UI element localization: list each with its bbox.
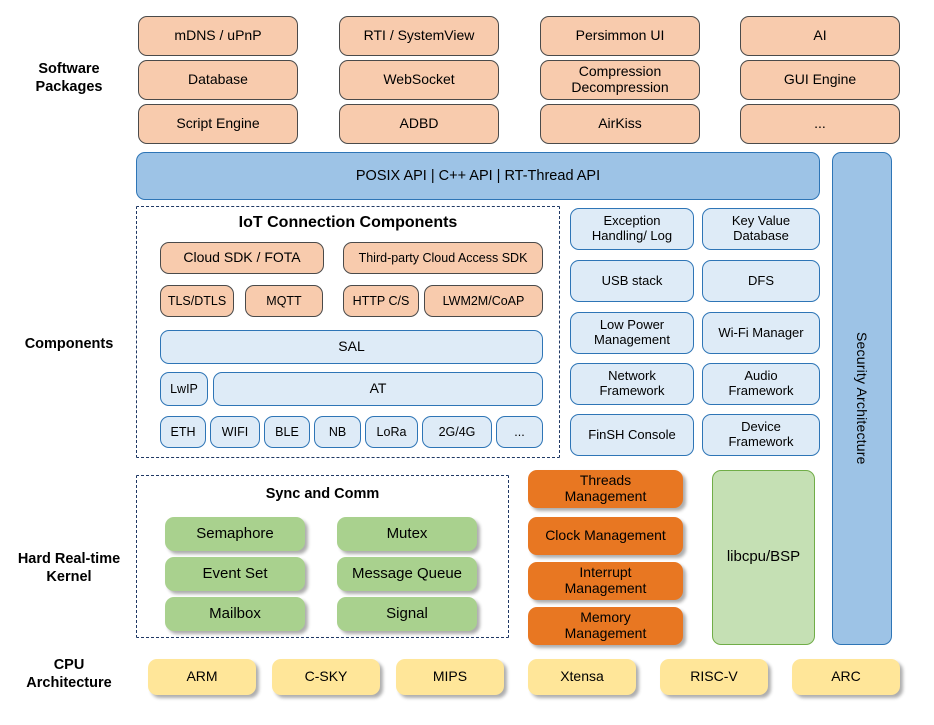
libcpu-bsp-box[interactable]: libcpu/BSP xyxy=(712,470,815,645)
iot-link-box[interactable]: LoRa xyxy=(365,416,418,448)
package-box[interactable]: Database xyxy=(138,60,298,100)
iot-cloud-box[interactable]: Cloud SDK / FOTA xyxy=(160,242,324,274)
cpu-architecture-box[interactable]: ARM xyxy=(148,659,256,695)
cpu-architecture-box[interactable]: ARC xyxy=(792,659,900,695)
component-box[interactable]: Exception Handling/ Log xyxy=(570,208,694,250)
package-box[interactable]: mDNS / uPnP xyxy=(138,16,298,56)
package-box[interactable]: AirKiss xyxy=(540,104,700,144)
cpu-architecture-box[interactable]: C-SKY xyxy=(272,659,380,695)
sync-box[interactable]: Message Queue xyxy=(337,557,477,591)
component-box[interactable]: Key Value Database xyxy=(702,208,820,250)
sync-box[interactable]: Signal xyxy=(337,597,477,631)
component-box[interactable]: Wi-Fi Manager xyxy=(702,312,820,354)
iot-at-box[interactable]: AT xyxy=(213,372,543,406)
sync-box[interactable]: Event Set xyxy=(165,557,305,591)
iot-link-box[interactable]: BLE xyxy=(264,416,310,448)
component-box[interactable]: Low Power Management xyxy=(570,312,694,354)
package-box[interactable]: Compression Decompression xyxy=(540,60,700,100)
cpu-architecture-box[interactable]: Xtensa xyxy=(528,659,636,695)
iot-group-title: IoT Connection Components xyxy=(238,214,458,231)
component-box[interactable]: FinSH Console xyxy=(570,414,694,456)
package-box[interactable]: Persimmon UI xyxy=(540,16,700,56)
iot-protocol-box[interactable]: LWM2M/CoAP xyxy=(424,285,543,317)
iot-link-box[interactable]: ... xyxy=(496,416,543,448)
package-box[interactable]: AI xyxy=(740,16,900,56)
sync-group-title: Sync and Comm xyxy=(265,486,380,502)
package-box[interactable]: RTI / SystemView xyxy=(339,16,499,56)
component-box[interactable]: Network Framework xyxy=(570,363,694,405)
row-label-cpu: CPU Architecture xyxy=(26,657,112,692)
cpu-architecture-box[interactable]: RISC-V xyxy=(660,659,768,695)
package-box[interactable]: ADBD xyxy=(339,104,499,144)
sync-box[interactable]: Mutex xyxy=(337,517,477,551)
iot-protocol-box[interactable]: HTTP C/S xyxy=(343,285,419,317)
row-label-kernel: Hard Real-time Kernel xyxy=(17,551,121,586)
kernel-management-box[interactable]: Threads Management xyxy=(528,470,683,508)
iot-protocol-box[interactable]: MQTT xyxy=(245,285,323,317)
component-box[interactable]: Device Framework xyxy=(702,414,820,456)
package-box[interactable]: GUI Engine xyxy=(740,60,900,100)
component-box[interactable]: Audio Framework xyxy=(702,363,820,405)
iot-lwip-box[interactable]: LwIP xyxy=(160,372,208,406)
iot-link-box[interactable]: 2G/4G xyxy=(422,416,492,448)
sync-box[interactable]: Mailbox xyxy=(165,597,305,631)
component-box[interactable]: DFS xyxy=(702,260,820,302)
iot-protocol-box[interactable]: TLS/DTLS xyxy=(160,285,234,317)
security-architecture-label: Security Architecture xyxy=(854,332,870,465)
package-box[interactable]: Script Engine xyxy=(138,104,298,144)
component-box[interactable]: USB stack xyxy=(570,260,694,302)
iot-sal-box[interactable]: SAL xyxy=(160,330,543,364)
kernel-management-box[interactable]: Clock Management xyxy=(528,517,683,555)
row-label-components: Components xyxy=(24,336,114,352)
cpu-architecture-box[interactable]: MIPS xyxy=(396,659,504,695)
kernel-management-box[interactable]: Memory Management xyxy=(528,607,683,645)
iot-link-box[interactable]: ETH xyxy=(160,416,206,448)
row-label-software-packages: Software Packages xyxy=(35,61,103,96)
package-box[interactable]: ... xyxy=(740,104,900,144)
package-box[interactable]: WebSocket xyxy=(339,60,499,100)
iot-cloud-box[interactable]: Third-party Cloud Access SDK xyxy=(343,242,543,274)
api-bar[interactable]: POSIX API | C++ API | RT-Thread API xyxy=(136,152,820,200)
iot-link-box[interactable]: NB xyxy=(314,416,361,448)
kernel-management-box[interactable]: Interrupt Management xyxy=(528,562,683,600)
iot-link-box[interactable]: WIFI xyxy=(210,416,260,448)
sync-box[interactable]: Semaphore xyxy=(165,517,305,551)
security-architecture-bar[interactable]: Security Architecture xyxy=(832,152,892,645)
